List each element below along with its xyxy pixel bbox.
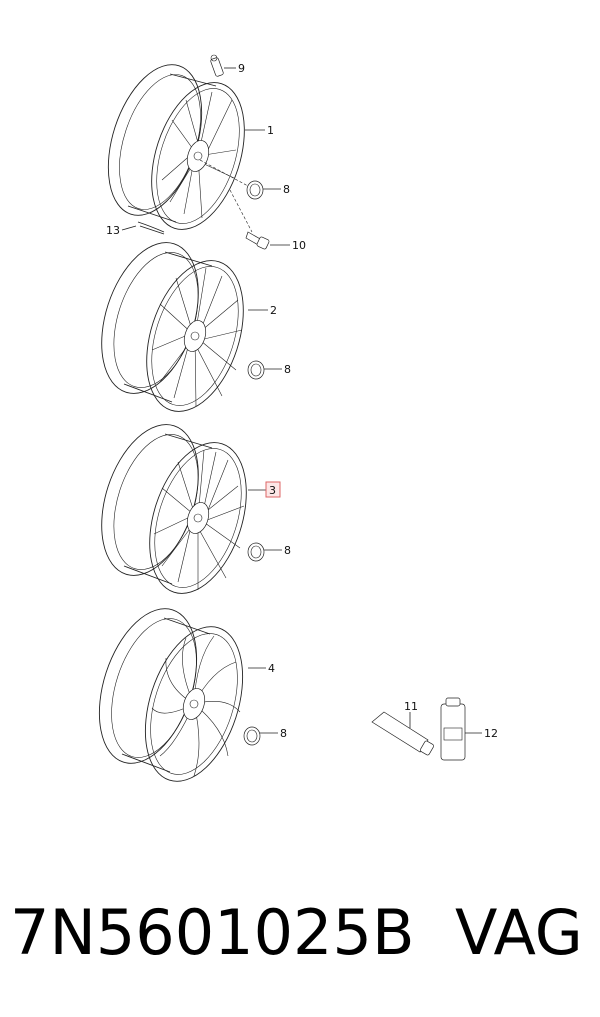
callout-11: 11 [404,700,418,713]
wheel-1 [107,64,245,230]
center-cap-d: 8 [243,726,287,746]
callout-3-highlight [265,481,281,498]
center-cap-a: 8 [199,159,290,200]
center-cap-b: 8 [247,360,291,380]
wheel-bolt: 10 [229,189,306,252]
callout-4: 4 [268,662,275,675]
wheel-4 [98,608,244,782]
callout-8a: 8 [283,183,290,196]
valve-stem: 9 [210,54,245,77]
callout-10: 10 [292,239,306,252]
callout-8d: 8 [280,727,287,740]
callout-13: 13 [106,224,120,237]
callout-8c: 8 [284,544,291,557]
spray-can: 12 [440,697,498,761]
wheel-3 [101,424,247,594]
callout-12: 12 [484,727,498,740]
part-number: 7N5601025B [10,896,415,969]
callout-2: 2 [270,304,277,317]
paste-tube: 11 [371,700,434,756]
callout-9: 9 [238,62,245,75]
balance-weight: 13 [106,221,165,237]
callout-3: 3 [269,484,276,497]
center-cap-c: 8 [247,542,291,562]
wheel-2 [101,242,244,412]
callout-8b: 8 [284,363,291,376]
brand-name: VAG [455,896,583,969]
callout-1: 1 [267,124,274,137]
